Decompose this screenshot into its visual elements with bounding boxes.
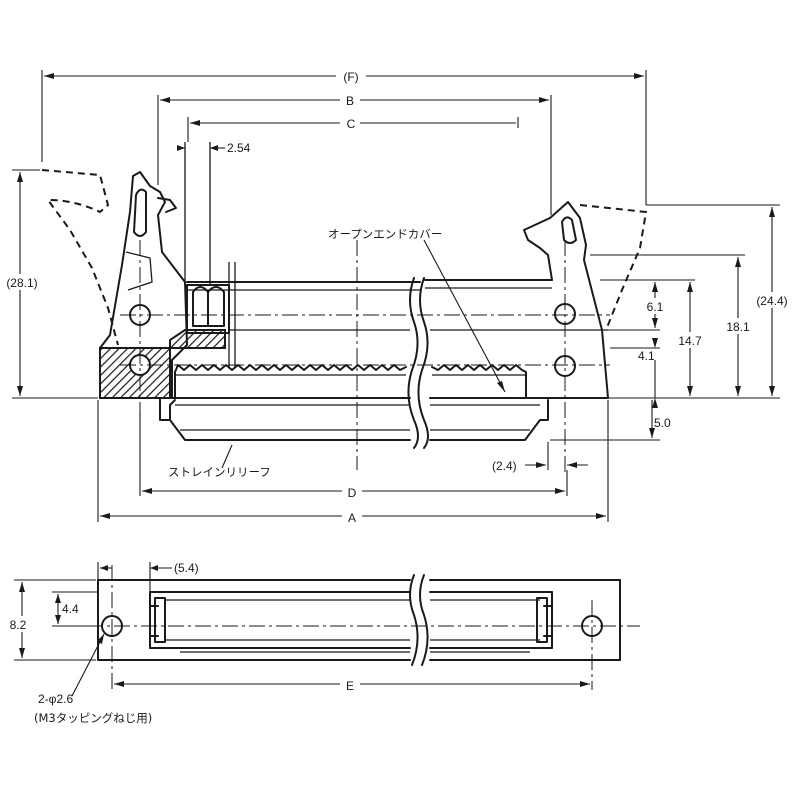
dim-D-label: D bbox=[348, 486, 357, 500]
dim-4-4-label: 4.4 bbox=[62, 602, 79, 616]
left-hatched-wedge bbox=[169, 329, 226, 349]
bottom-right-clip bbox=[536, 591, 553, 649]
hole-spec-label: 2-φ2.6 bbox=[38, 692, 73, 706]
dim-14-7-label: 14.7 bbox=[678, 334, 702, 348]
strain-relief bbox=[159, 397, 549, 441]
dim-pitch-label: 2.54 bbox=[227, 141, 251, 155]
left-latch-swing-outline bbox=[41, 169, 119, 346]
front-view bbox=[41, 142, 648, 475]
dim-4-1-label: 4.1 bbox=[638, 349, 655, 363]
dim-5-4-label: (5.4) bbox=[174, 561, 199, 575]
dim-18-1-label: 18.1 bbox=[726, 320, 750, 334]
open-end-cover bbox=[174, 364, 527, 398]
dim-C-label: C bbox=[347, 117, 356, 131]
break-line-right bbox=[417, 277, 429, 449]
front-dimensions: (F) B C 2.54 (28.1) bbox=[2, 68, 794, 525]
dim-height-left-label: (28.1) bbox=[6, 276, 37, 290]
right-latch-slot bbox=[561, 216, 577, 244]
hole-note-label: (M3タッピングねじ用) bbox=[34, 711, 152, 725]
dim-A-label: A bbox=[348, 511, 356, 525]
dim-6-1-label: 6.1 bbox=[647, 300, 664, 314]
bottom-dimensions: (5.4) 4.4 8.2 E 2-φ2.6 (M3タッピングねじ用) bbox=[4, 561, 590, 725]
left-latch-inner bbox=[125, 251, 153, 291]
left-latch-tab bbox=[157, 197, 177, 213]
dim-B-label: B bbox=[346, 94, 354, 108]
bottom-left-clip bbox=[149, 591, 166, 649]
dim-8-2-label: 8.2 bbox=[10, 618, 27, 632]
dim-5-0-label: 5.0 bbox=[654, 416, 671, 430]
dim-2-4-label: (2.4) bbox=[492, 459, 517, 473]
right-latch bbox=[523, 201, 609, 399]
bottom-view bbox=[60, 565, 640, 690]
dim-F-label: (F) bbox=[343, 70, 358, 84]
dim-E-label: E bbox=[346, 679, 354, 693]
strain-relief-label: ストレインリリーフ bbox=[168, 465, 271, 479]
right-latch-swing-outline bbox=[579, 204, 648, 331]
break-line-left bbox=[407, 277, 419, 449]
bottom-break-left bbox=[409, 574, 419, 666]
dim-height-right-label: (24.4) bbox=[756, 294, 787, 308]
connector-body bbox=[99, 279, 609, 399]
bottom-break-right bbox=[419, 574, 429, 666]
left-latch-slot bbox=[133, 188, 147, 237]
open-end-cover-label: オープンエンドカバー bbox=[328, 227, 442, 241]
